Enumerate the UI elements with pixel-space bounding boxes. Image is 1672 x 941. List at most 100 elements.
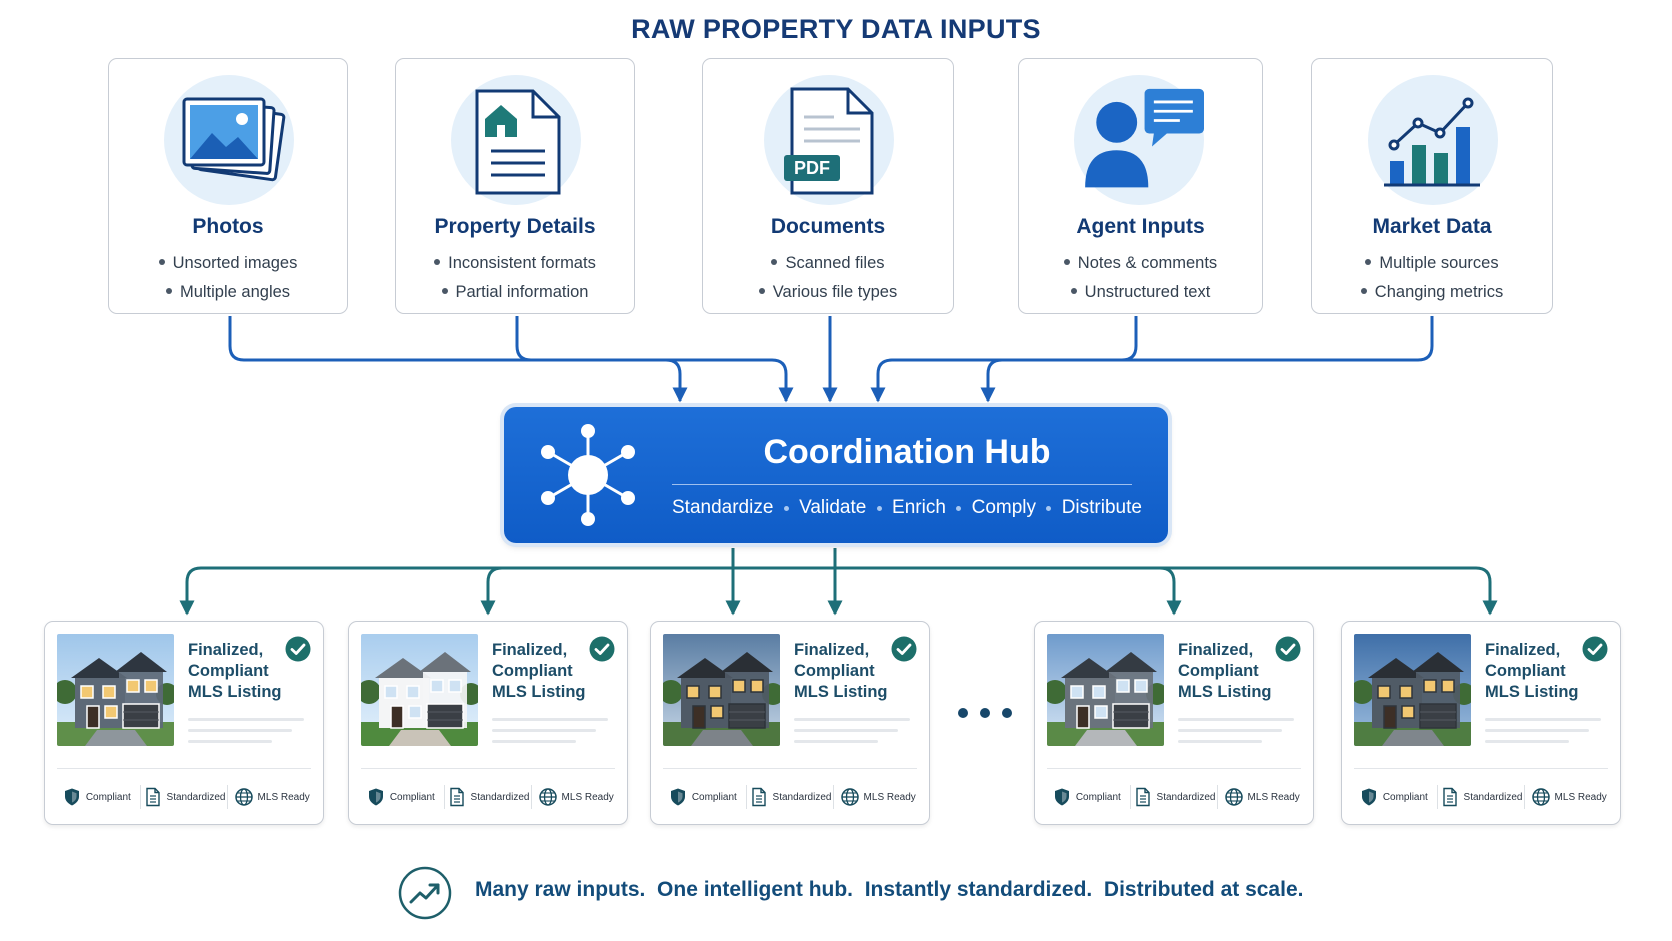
hub-title: Coordination Hub [763, 433, 1051, 471]
listing-title-line: MLS Listing [188, 683, 282, 701]
placeholder-line [1485, 718, 1601, 721]
input-title: Agent Inputs [1076, 215, 1205, 238]
input-card-market-data: Market Data Multiple sources Changing me… [1311, 58, 1553, 314]
bullet: Scanned files [703, 249, 953, 278]
input-bullets: Inconsistent formats Partial information [396, 249, 634, 307]
wire-market [980, 316, 1434, 403]
listing-title-line: Compliant [188, 662, 269, 680]
listing-badges: Compliant Standardized MLS Ready [357, 780, 619, 814]
hub-step: Comply [971, 497, 1036, 518]
badge-separator [1129, 785, 1131, 809]
badge-label: Compliant [389, 791, 435, 803]
step-separator [1046, 505, 1052, 511]
badge: MLS Ready [532, 787, 619, 807]
house-photo [361, 634, 478, 746]
wire-out-5 [1475, 566, 1498, 616]
badge-label: Compliant [1382, 791, 1428, 803]
trending-up-icon [398, 866, 452, 920]
badge-separator [833, 785, 835, 809]
listing-title-line: Compliant [1178, 662, 1259, 680]
listing-title-line: MLS Listing [794, 683, 888, 701]
step-separator [876, 505, 882, 511]
listing-title-line: Finalized, [1178, 641, 1254, 659]
bar-line-chart-icon [1368, 75, 1498, 205]
listing-title-line: Finalized, [794, 641, 870, 659]
card-divider [1047, 768, 1301, 769]
listing-title-line: MLS Listing [1485, 683, 1579, 701]
badge-label: Standardized [1463, 791, 1523, 803]
listing-title-line: Compliant [492, 662, 573, 680]
listing-badges: Compliant Standardized MLS Ready [1350, 780, 1612, 814]
placeholder-line [492, 718, 608, 721]
placeholder-line [794, 729, 898, 732]
input-title: Photos [192, 215, 264, 238]
placeholder-line [1485, 729, 1589, 732]
listing-title-line: Finalized, [1485, 641, 1561, 659]
bullet: Partial information [396, 278, 634, 307]
badge-separator [139, 785, 141, 809]
document-icon [1440, 787, 1464, 807]
photos-icon [164, 75, 294, 205]
shield-check-icon [62, 787, 86, 807]
shield-check-icon [366, 787, 390, 807]
coordination-hub: Coordination Hub Standardize Validate En… [504, 407, 1168, 543]
check-circle-icon [1275, 636, 1301, 662]
house-photo [57, 634, 174, 746]
badge-label: Standardized [772, 791, 832, 803]
bullet: Various file types [703, 278, 953, 307]
more-listings-ellipsis [958, 708, 1012, 718]
badge: Compliant [53, 787, 140, 807]
placeholder-line [794, 718, 910, 721]
badge-separator [1524, 785, 1526, 809]
badge-label: MLS Ready [1554, 791, 1607, 803]
badge: Compliant [659, 787, 746, 807]
listing-title-line: Compliant [1485, 662, 1566, 680]
input-bullets: Unsorted images Multiple angles [109, 249, 347, 307]
badge: MLS Ready [1218, 787, 1305, 807]
step-separator [783, 505, 789, 511]
badge: Standardized [445, 787, 532, 807]
document-icon [143, 787, 167, 807]
badge-label: MLS Ready [561, 791, 614, 803]
check-circle-icon [285, 636, 311, 662]
card-divider [57, 768, 311, 769]
check-circle-icon [1582, 636, 1608, 662]
agent-chat-icon [1074, 75, 1204, 205]
input-card-documents: PDF Documents Scanned files Various file… [702, 58, 954, 314]
input-title: Documents [770, 215, 886, 238]
input-title: Market Data [1372, 215, 1492, 238]
placeholder-line [492, 740, 576, 743]
badge-separator [1217, 785, 1219, 809]
shield-check-icon [668, 787, 692, 807]
badge: MLS Ready [834, 787, 921, 807]
badge-label: MLS Ready [863, 791, 916, 803]
pdf-document-icon: PDF [764, 75, 894, 205]
badge-label: Compliant [85, 791, 131, 803]
badge: Standardized [747, 787, 834, 807]
house-document-icon [451, 75, 581, 205]
badge-separator [531, 785, 533, 809]
page-title: RAW PROPERTY DATA INPUTS [631, 14, 1041, 44]
badge-label: Compliant [691, 791, 737, 803]
badge: Compliant [357, 787, 444, 807]
placeholder-line [794, 740, 878, 743]
hub-steps: Standardize Validate Enrich Comply Distr… [672, 497, 1142, 519]
tagline: Many raw inputs. One intelligent hub. In… [475, 878, 1304, 901]
placeholder-line [1178, 740, 1262, 743]
input-bullets: Scanned files Various file types [703, 249, 953, 307]
hub-step: Distribute [1061, 497, 1142, 518]
network-hub-icon [541, 424, 635, 526]
input-bullets: Multiple sources Changing metrics [1312, 249, 1552, 307]
badge-label: Standardized [470, 791, 530, 803]
badge: Compliant [1043, 787, 1130, 807]
listing-title-line: Compliant [794, 662, 875, 680]
hub-step: Validate [799, 497, 867, 518]
listing-title-line: Finalized, [492, 641, 568, 659]
wire-out-4 [1159, 566, 1182, 616]
